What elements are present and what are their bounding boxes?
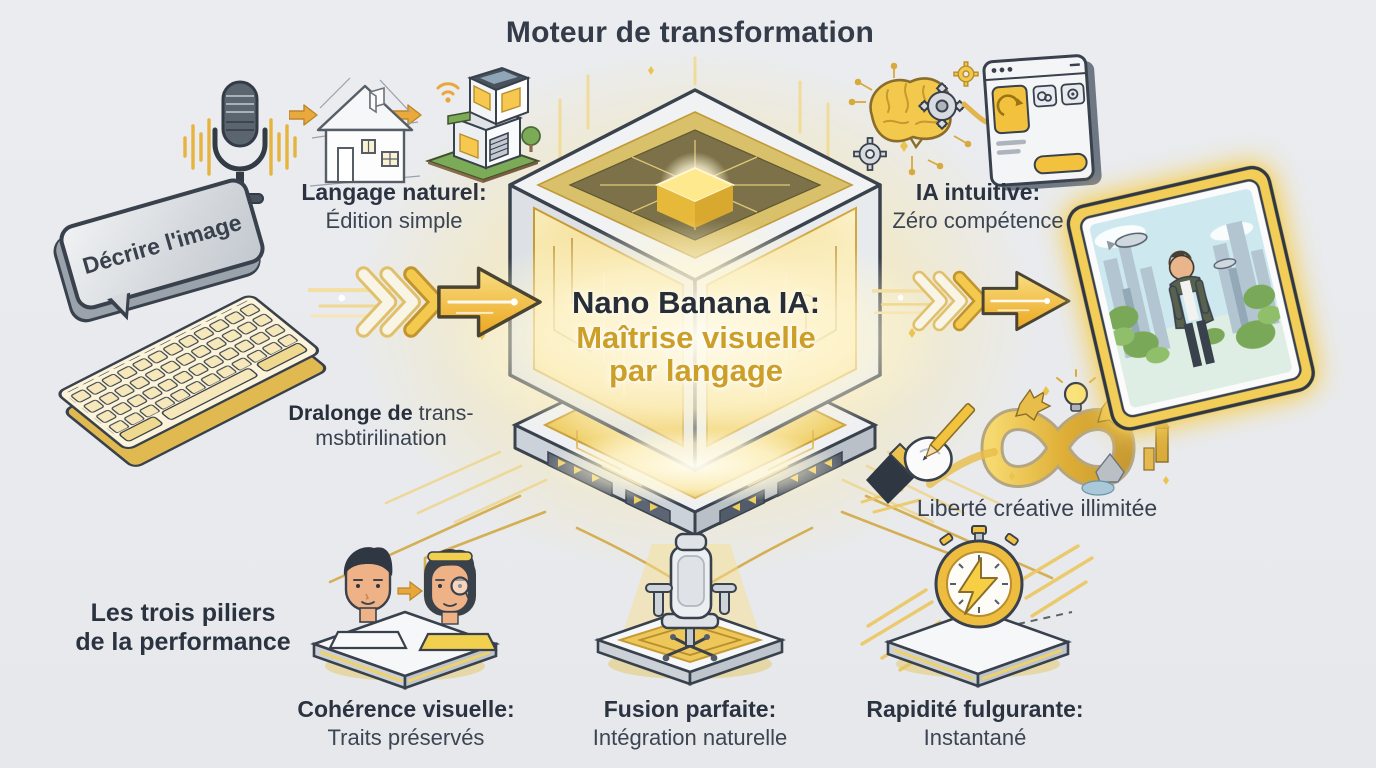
flow-right-title: IA intuitive:: [915, 179, 1041, 205]
smart-house-icon: [424, 66, 542, 183]
flow-left-subtitle: Édition simple: [325, 207, 463, 233]
sketch-house-icon: [309, 77, 421, 187]
pillar-fusion-title: Fusion parfaite:: [603, 696, 777, 722]
office-chair: [645, 532, 737, 662]
transform-note-rest: trans-: [412, 401, 474, 425]
face-consistency-icon: [310, 547, 500, 690]
artist-hand-icon: [866, 403, 976, 504]
monocle-icon: [450, 576, 470, 596]
gear-icon: [853, 137, 887, 171]
transform-note: Dralonge de trans- msbtirilination: [258, 401, 504, 450]
mountain-icon: [1081, 452, 1125, 496]
keyboard-icon: [58, 295, 327, 467]
result-tablet: [1062, 161, 1321, 437]
ai-brain-icon: [848, 61, 979, 176]
pillar-coherence-subtitle: Traits préservés: [327, 724, 485, 750]
core-headline: Nano Banana IA: Maîtrise visuelle par la…: [495, 285, 897, 388]
core-headline-line3: par langage: [609, 353, 783, 389]
man-face: [328, 547, 408, 650]
flow-left-title: Langage naturel:: [301, 179, 487, 205]
page-title: Moteur de transformation: [505, 16, 875, 49]
stopwatch: [934, 525, 1024, 629]
castle-icon: [1143, 414, 1170, 471]
speed-stopwatch-icon: [860, 525, 1094, 688]
person-figure: [1168, 250, 1215, 368]
pillar-caption-speed: Rapidité fulgurante: Instantané: [845, 696, 1105, 750]
generated-image: [1088, 187, 1293, 409]
app-window-icon: [982, 54, 1102, 191]
woman-face: [418, 548, 498, 652]
pillar-coherence-title: Cohérence visuelle:: [297, 696, 515, 722]
pillar-speed-subtitle: Instantané: [923, 724, 1027, 750]
lightning-icon: [958, 557, 998, 615]
pillar-caption-fusion: Fusion parfaite: Intégration naturelle: [560, 696, 820, 750]
lightbulb-icon: [1056, 369, 1096, 412]
transform-note-line2: msbtirilination: [315, 425, 447, 450]
creative-caption: Liberté créative illimitée: [916, 495, 1158, 521]
pillars-heading: Les trois piliers de la performance: [58, 599, 308, 657]
core-headline-line2: Maîtrise visuelle: [576, 320, 816, 355]
flow-right-subtitle: Zéro compétence: [892, 207, 1064, 233]
gear-icon: [917, 81, 967, 131]
flow-left-caption: Langage naturel: Édition simple: [272, 179, 516, 233]
fusion-chair-icon: [594, 532, 786, 686]
pillar-fusion-subtitle: Intégration naturelle: [592, 724, 788, 750]
pillars-heading-line2: de la performance: [75, 628, 291, 656]
gear-icon: [953, 61, 979, 87]
core-headline-line1: Nano Banana IA:: [571, 285, 821, 320]
pillar-caption-coherence: Cohérence visuelle: Traits préservés: [276, 696, 536, 750]
face-arrow-icon: [397, 580, 423, 602]
transform-note-bold: Dralonge de: [288, 401, 413, 425]
prompt-bubble-text: Décrire l'image: [79, 208, 245, 279]
flow-right-caption: IA intuitive: Zéro compétence: [856, 179, 1100, 233]
pillar-speed-title: Rapidité fulgurante:: [866, 696, 1084, 722]
pillars-heading-line1: Les trois piliers: [90, 599, 276, 627]
